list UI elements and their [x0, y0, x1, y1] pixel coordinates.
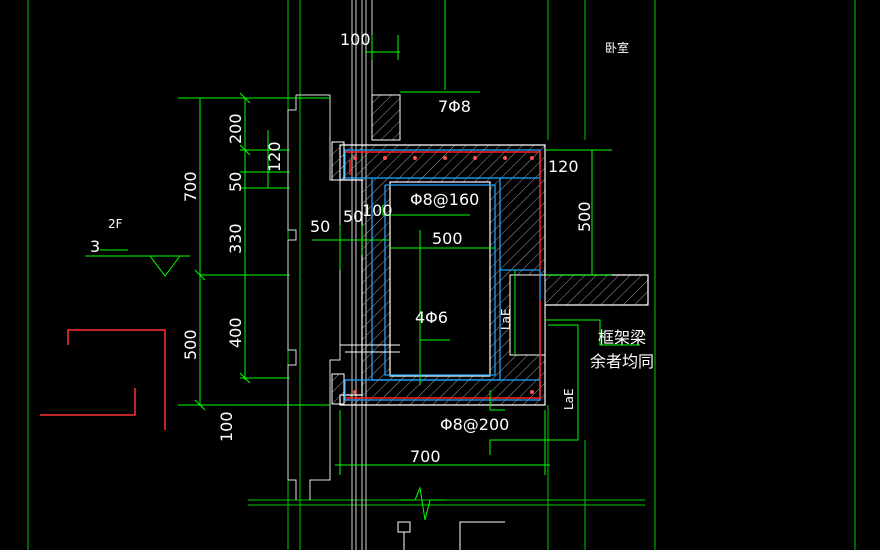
label-lae-inner: LaE	[499, 308, 513, 330]
dim-500-right: 500	[575, 201, 594, 232]
dim-700-bottom: 700	[410, 447, 441, 466]
dim-50-horiz: 50	[310, 217, 330, 236]
dim-50-inner: 50	[343, 207, 363, 226]
dimension-lines	[85, 0, 640, 521]
dim-left-700: 700	[181, 171, 200, 202]
dim-400: 400	[226, 317, 245, 348]
note-marker: 3	[90, 237, 100, 256]
label-side-bars: 4Φ6	[415, 308, 448, 327]
label-top-bars: 7Φ8	[438, 97, 471, 116]
dim-bottom-left-100: 100	[217, 411, 236, 442]
dim-200: 200	[226, 113, 245, 144]
rebar-dots	[353, 156, 534, 394]
note-floor: 2F	[108, 217, 123, 231]
dim-120-right: 120	[548, 157, 579, 176]
dim-50-vert: 50	[226, 172, 245, 192]
section-marks	[40, 329, 166, 430]
rebars	[345, 151, 541, 399]
dim-top-100: 100	[340, 30, 371, 49]
wall-panel	[287, 94, 341, 500]
label-stirrup-lower: Φ8@200	[440, 415, 509, 434]
note-rest-same: 余者均同	[590, 352, 654, 371]
misc-marks	[340, 344, 505, 550]
dim-330: 330	[226, 223, 245, 254]
label-stirrup-upper: Φ8@160	[410, 190, 479, 209]
note-frame-beam: 框架梁	[598, 328, 646, 347]
dim-120-vert: 120	[265, 141, 284, 172]
dim-500-horiz: 500	[432, 229, 463, 248]
note-room: 卧室	[605, 40, 629, 55]
dim-left-500: 500	[181, 329, 200, 360]
dim-100-inner: 100	[362, 201, 393, 220]
label-lae-outer: LaE	[562, 388, 576, 410]
grid-lines	[27, 0, 856, 550]
